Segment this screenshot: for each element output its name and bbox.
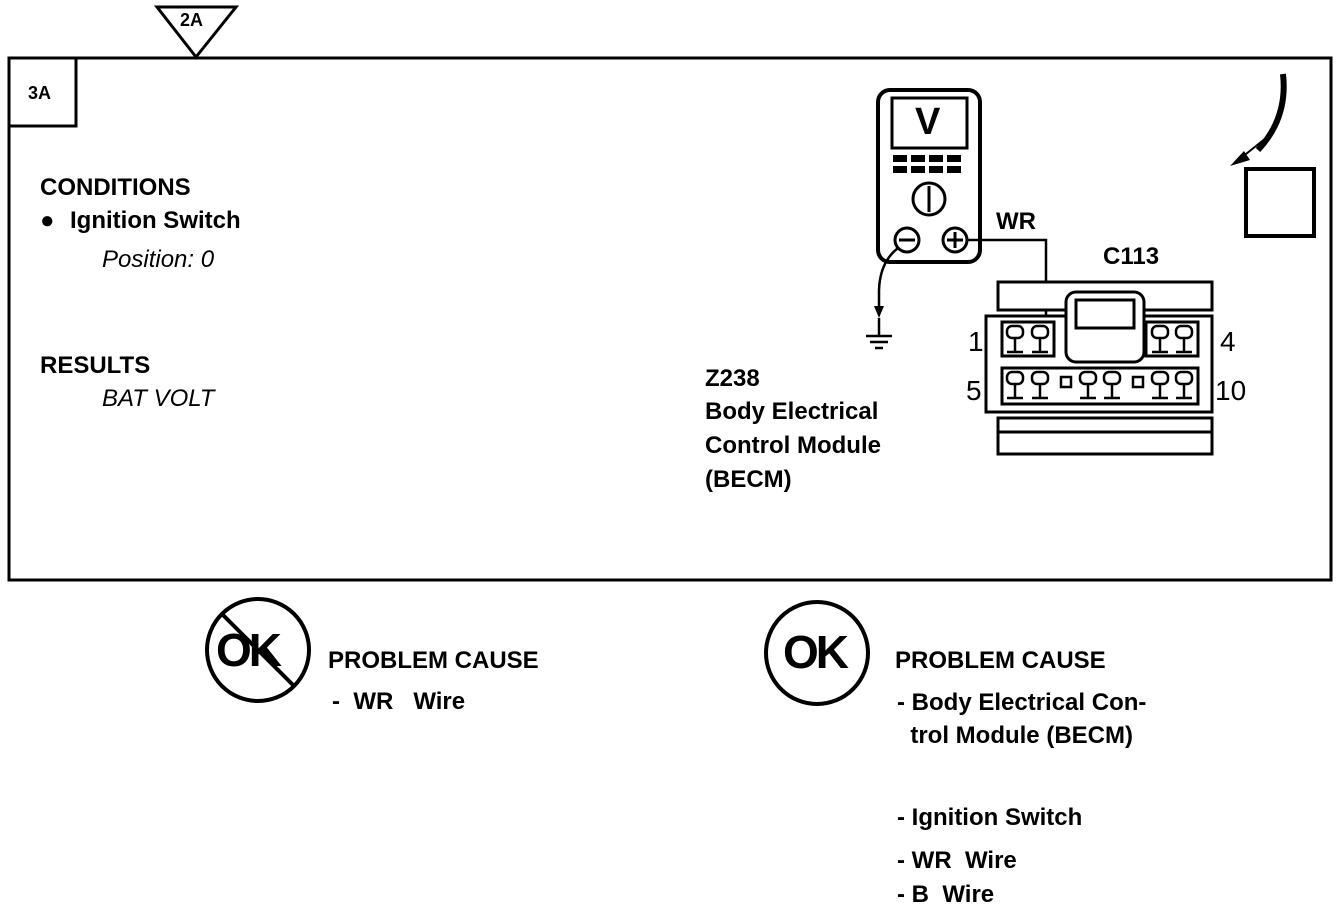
module-name-line2: Control Module bbox=[705, 432, 881, 459]
ok-problem-item: - B Wire bbox=[897, 881, 995, 908]
connector-terminals bbox=[1005, 324, 1194, 400]
module-name-line3: (BECM) bbox=[705, 466, 792, 493]
conditions-item: Ignition Switch bbox=[70, 207, 241, 234]
module-name-line1: Body Electrical bbox=[705, 398, 879, 425]
step-number-label: 3A bbox=[28, 83, 52, 103]
conditions-bullet: ● bbox=[40, 207, 55, 234]
probe-wire-label: WR bbox=[996, 208, 1036, 235]
module-code: Z238 bbox=[705, 365, 760, 392]
not-ok-symbol-text: OK bbox=[216, 624, 282, 676]
negative-probe-arrow-icon bbox=[874, 306, 884, 318]
results-value: BAT VOLT bbox=[102, 385, 215, 412]
results-heading: RESULTS bbox=[40, 352, 151, 379]
not-ok-symbol-icon bbox=[205, 597, 311, 703]
ok-problem-item: - WR Wire bbox=[897, 847, 1017, 874]
step-number-box bbox=[7, 56, 78, 128]
harness-connector-icon bbox=[1230, 73, 1316, 238]
ok-symbol-icon bbox=[764, 600, 870, 706]
ok-problem-item: - Body Electrical Con- bbox=[897, 689, 1147, 716]
ground-icon bbox=[866, 318, 892, 350]
test-step-panel bbox=[7, 56, 1333, 582]
ok-problem-item: - Ignition Switch bbox=[897, 804, 1083, 831]
pin-10-label: 10 bbox=[1215, 375, 1247, 406]
not-ok-problem-heading: PROBLEM CAUSE bbox=[328, 647, 539, 674]
voltmeter-icon bbox=[876, 88, 982, 264]
pin-4-label: 4 bbox=[1220, 326, 1236, 357]
pin-5-label: 5 bbox=[966, 375, 982, 406]
not-ok-problem-item: - WR Wire bbox=[332, 688, 466, 715]
connector-id-label: C113 bbox=[1103, 243, 1160, 270]
ok-problem-heading: PROBLEM CAUSE bbox=[895, 647, 1106, 674]
conditions-detail: Position: 0 bbox=[102, 246, 215, 273]
previous-step-label: 2A bbox=[180, 10, 204, 30]
ok-problem-item: trol Module (BECM) bbox=[897, 722, 1133, 749]
previous-step-triangle[interactable] bbox=[153, 5, 240, 60]
pin-1-label: 1 bbox=[968, 326, 984, 357]
c113-connector-icon bbox=[984, 280, 1214, 456]
ok-symbol-text: OK bbox=[783, 626, 849, 678]
conditions-heading: CONDITIONS bbox=[40, 174, 191, 201]
meter-display-label: V bbox=[915, 101, 941, 143]
